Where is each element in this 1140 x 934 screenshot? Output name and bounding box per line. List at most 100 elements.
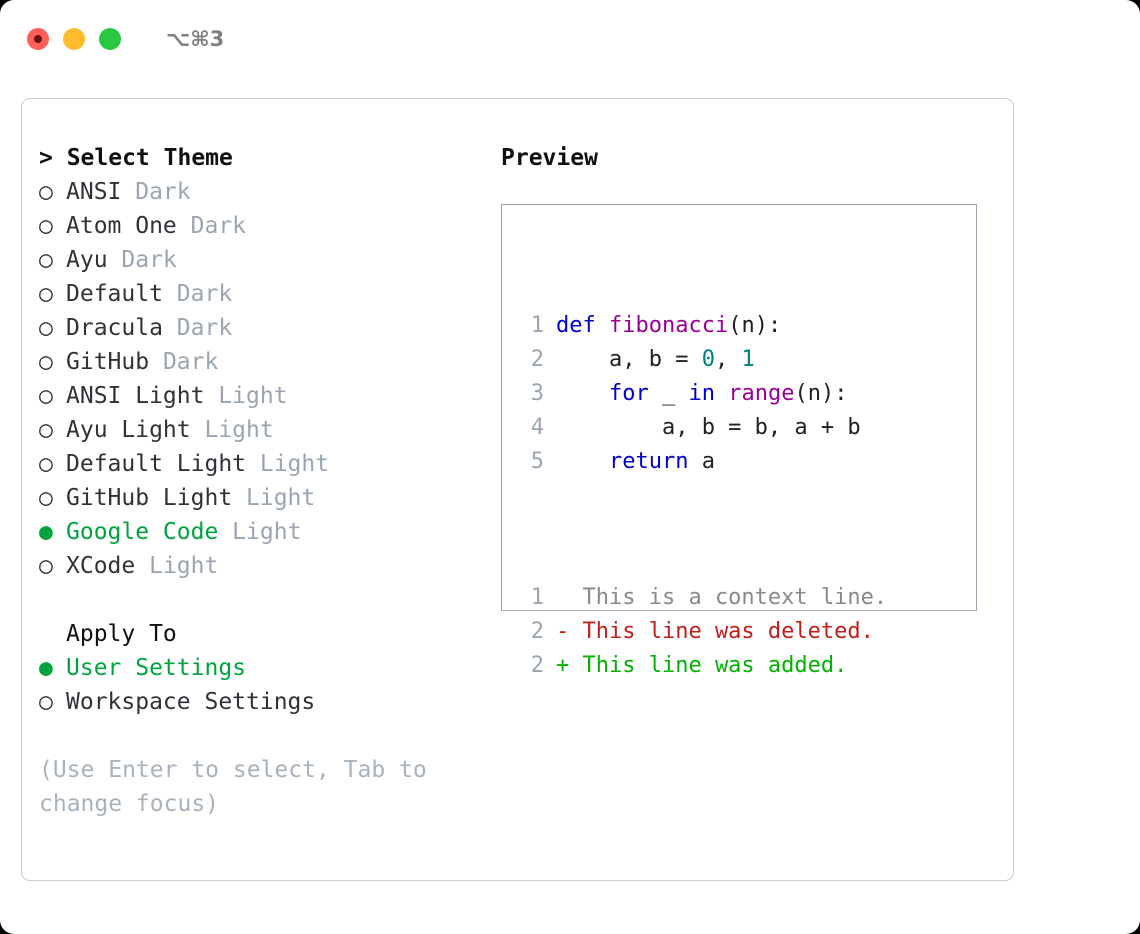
radio-unselected-icon: ○ [39, 247, 53, 273]
theme-option-google-code[interactable]: ● Google Code Light [39, 515, 499, 549]
code-line: 2 a, b = 0, 1 [516, 343, 887, 377]
diff-line-text: + This line was added. [556, 653, 848, 678]
radio-selected-icon: ● [39, 655, 53, 681]
theme-option-ansi[interactable]: ○ ANSI Dark [39, 175, 499, 209]
theme-option-label: XCode [66, 553, 136, 579]
theme-option-github-light[interactable]: ○ GitHub Light Light [39, 481, 499, 515]
line-number: 2 [530, 653, 544, 678]
code-token-txt: a [688, 449, 715, 474]
apply-to-option-user-settings[interactable]: ● User Settings [39, 651, 499, 685]
code-token-punc: (n): [794, 381, 848, 406]
radio-selected-icon: ● [39, 519, 53, 545]
close-button[interactable] [27, 28, 49, 50]
code-token-kw: return [608, 449, 689, 474]
apply-to-option-label: User Settings [66, 655, 247, 681]
theme-option-variant: Light [135, 553, 219, 579]
line-number: 2 [530, 347, 544, 372]
code-token-txt: _ [648, 381, 689, 406]
code-token-txt [715, 381, 728, 406]
radio-unselected-icon: ○ [39, 689, 53, 715]
apply-to-option-list: ● User Settings ○ Workspace Settings [39, 651, 499, 719]
minimize-button[interactable] [63, 28, 85, 50]
code-token-kw: def [556, 313, 609, 338]
theme-option-ayu-light[interactable]: ○ Ayu Light Light [39, 413, 499, 447]
line-number: 3 [530, 381, 544, 406]
theme-option-variant: Light [218, 519, 302, 545]
theme-option-dracula[interactable]: ○Dracula Dark [39, 311, 499, 345]
section-gap [39, 583, 499, 617]
code-token-kw: for [608, 381, 649, 406]
code-line: 4 a, b = b, a + b [516, 411, 887, 445]
radio-unselected-icon: ○ [39, 485, 53, 511]
diff-line-add: 2 + This line was added. [516, 649, 887, 683]
radio-unselected-icon: ○ [39, 417, 53, 443]
theme-option-label: Dracula [66, 315, 163, 341]
apply-to-option-workspace-settings[interactable]: ○ Workspace Settings [39, 685, 499, 719]
theme-option-label: Ayu Light [66, 417, 191, 443]
keyboard-hint: (Use Enter to select, Tab to change focu… [39, 757, 441, 817]
radio-unselected-icon: ○ [39, 213, 53, 239]
maximize-button[interactable] [99, 28, 121, 50]
theme-option-label: ANSI [66, 179, 122, 205]
line-number: 4 [530, 415, 544, 440]
code-token-punc: (n): [728, 313, 782, 338]
theme-option-label: ANSI Light [66, 383, 205, 409]
theme-option-variant: Dark [121, 179, 191, 205]
line-number: 1 [530, 313, 544, 338]
theme-option-default-light[interactable]: ○Default Light Light [39, 447, 499, 481]
theme-option-label: Atom One [66, 213, 177, 239]
line-number: 5 [530, 449, 544, 474]
theme-option-label: GitHub Light [66, 485, 233, 511]
code-token-num: 0 [701, 347, 715, 372]
title-bar: ⌥⌘3 [0, 0, 1140, 78]
code-token-txt: , [714, 347, 742, 372]
radio-unselected-icon: ○ [39, 553, 53, 579]
theme-option-ayu[interactable]: ○Ayu Dark [39, 243, 499, 277]
theme-option-github[interactable]: ○ GitHub Dark [39, 345, 499, 379]
diff-line-text: - This line was deleted. [556, 619, 874, 644]
radio-unselected-icon: ○ [39, 451, 53, 477]
code-token-txt: a, b = [556, 347, 702, 372]
line-number: 1 [530, 585, 544, 610]
apply-to-option-label: Workspace Settings [66, 689, 316, 715]
theme-option-variant: Light [246, 451, 330, 477]
apply-to-title: Apply To [66, 621, 177, 647]
theme-option-variant: Dark [149, 349, 219, 375]
code-token-fn: fibonacci [608, 313, 729, 338]
code-token-txt [556, 381, 609, 406]
theme-option-variant: Light [232, 485, 316, 511]
theme-option-label: GitHub [66, 349, 150, 375]
theme-option-list: ○ANSI Dark○Atom One Dark○Ayu Dark○Defaul… [39, 175, 499, 583]
code-line: 1 def fibonacci(n): [516, 309, 887, 343]
theme-option-variant: Dark [107, 247, 177, 273]
diff-line-del: 2 - This line was deleted. [516, 615, 887, 649]
theme-option-variant: Light [190, 417, 274, 443]
radio-unselected-icon: ○ [39, 179, 53, 205]
radio-unselected-icon: ○ [39, 349, 53, 375]
preview-title: Preview [501, 145, 598, 171]
content-panel: > Select Theme ○ANSI Dark○Atom One Dark○… [21, 98, 1014, 881]
code-token-kw: in [688, 381, 715, 406]
radio-unselected-icon: ○ [39, 281, 53, 307]
theme-option-default[interactable]: ○Default Dark [39, 277, 499, 311]
theme-picker-column: > Select Theme ○ANSI Dark○Atom One Dark○… [39, 141, 499, 821]
code-token-num: 1 [741, 347, 755, 372]
theme-option-variant: Dark [176, 213, 247, 239]
theme-option-label: Default [66, 281, 163, 307]
line-number: 2 [530, 619, 544, 644]
code-token-txt [556, 449, 609, 474]
diff-line-ctx: 1 This is a context line. [516, 581, 887, 615]
theme-option-variant: Light [204, 383, 288, 409]
theme-option-ansi-light[interactable]: ○ ANSI Light Light [39, 379, 499, 413]
theme-option-atom-one[interactable]: ○ Atom One Dark [39, 209, 499, 243]
theme-option-xcode[interactable]: ○ XCode Light [39, 549, 499, 583]
page-title: > Select Theme [39, 145, 233, 171]
theme-option-label: Google Code [66, 519, 219, 545]
code-line: 3 for _ in range(n): [516, 377, 887, 411]
radio-unselected-icon: ○ [39, 383, 53, 409]
